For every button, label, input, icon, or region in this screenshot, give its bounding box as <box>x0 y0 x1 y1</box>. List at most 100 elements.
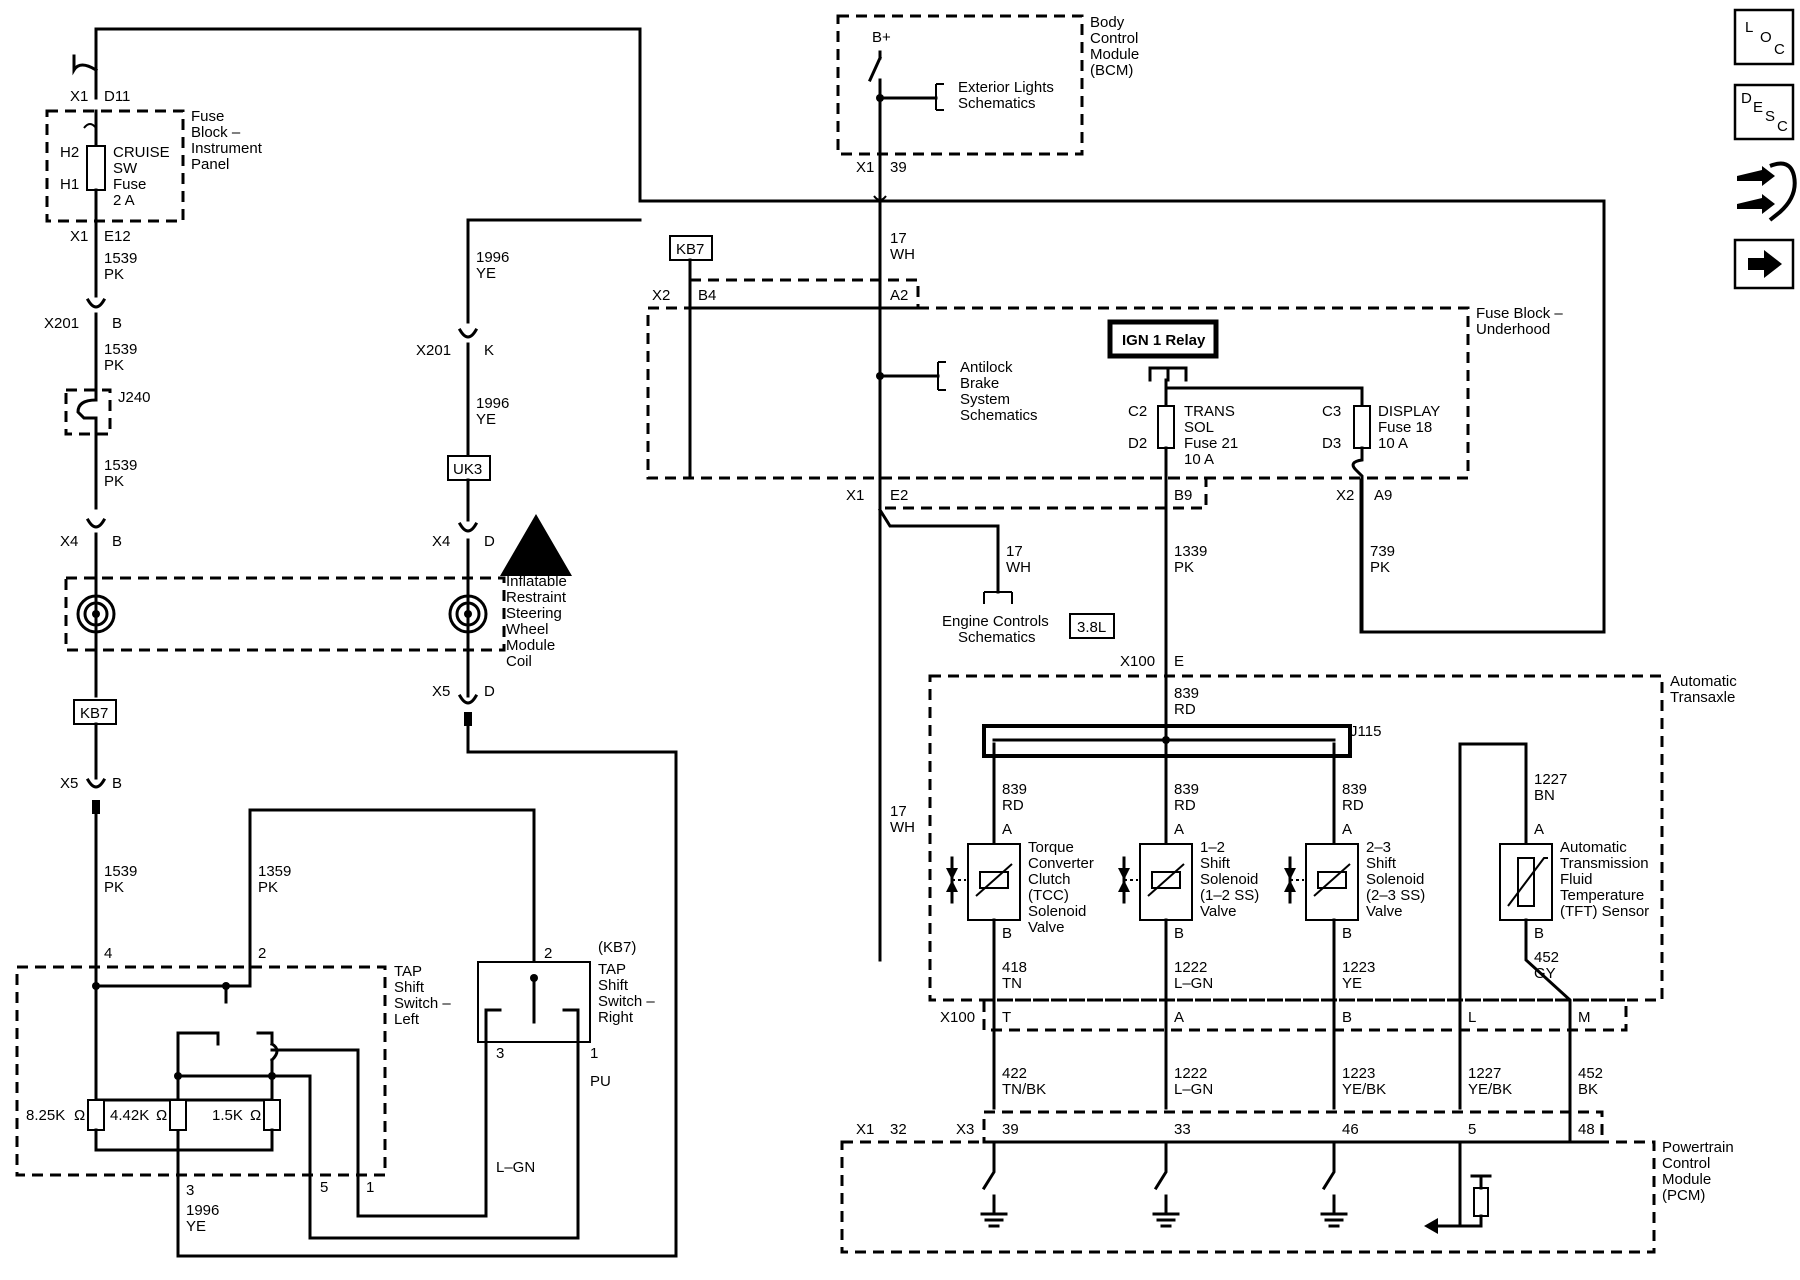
j240-label: J240 <box>118 389 151 406</box>
option-3-8l-label: 3.8L <box>1077 619 1106 636</box>
loc-letter-c: C <box>1774 41 1785 58</box>
svg-text:TRANS: TRANS <box>1184 403 1235 420</box>
pin-c3: C3 <box>1322 403 1341 420</box>
engine-controls-ref[interactable]: Engine Controls Schematics <box>942 613 1049 646</box>
option-kb7-right <box>669 235 713 261</box>
svg-text:Transaxle: Transaxle <box>1670 689 1735 706</box>
svg-text:Solenoid: Solenoid <box>1200 871 1258 888</box>
wire-1359: 1359 <box>258 863 291 880</box>
svg-text:Steering: Steering <box>506 605 562 622</box>
svg-text:Inflatable: Inflatable <box>506 573 567 590</box>
pin-39-bcm: 39 <box>890 159 907 176</box>
wire-1223-b-color: YE/BK <box>1342 1081 1386 1098</box>
svg-text:Underhood: Underhood <box>1476 321 1550 338</box>
pin-b-ss23: B <box>1342 925 1352 942</box>
wire-839-ss23: 839 <box>1342 781 1367 798</box>
pin-d3: D3 <box>1322 435 1341 452</box>
loc-letter-o: O <box>1760 29 1772 46</box>
pin-a9: A9 <box>1374 487 1392 504</box>
pin-1-left: 1 <box>366 1179 374 1196</box>
conn-x201-right: X201 <box>416 342 451 359</box>
pin-x4-d: D <box>484 533 495 550</box>
pin-5-left: 5 <box>320 1179 328 1196</box>
loc-letter-l: L <box>1745 19 1753 36</box>
res-4-42k-label: 4.42K <box>110 1107 149 1124</box>
pin-2-right: 2 <box>544 945 552 962</box>
wire-1227-b: 1227 <box>1468 1065 1501 1082</box>
wire-1359-color: PK <box>258 879 278 896</box>
svg-text:Wheel: Wheel <box>506 621 549 638</box>
powertrain-control-module <box>840 1140 1656 1254</box>
loc-icon[interactable]: L O C <box>1733 8 1795 66</box>
exterior-lights-ref[interactable]: Exterior Lights Schematics <box>958 79 1054 112</box>
svg-text:TAP: TAP <box>394 963 422 980</box>
svg-text:2–3: 2–3 <box>1366 839 1391 856</box>
bplus-label: B+ <box>872 29 891 46</box>
j115-label: J115 <box>1350 723 1381 740</box>
svg-text:(KB7): (KB7) <box>598 939 636 956</box>
svg-text:Module: Module <box>506 637 555 654</box>
wire-1339: 1339 <box>1174 543 1207 560</box>
conn-x1-e12-x1: X1 <box>70 228 88 245</box>
svg-text:Valve: Valve <box>1028 919 1064 936</box>
tcc-label: Torque Converter Clutch (TCC) Solenoid V… <box>1028 839 1094 936</box>
desc-letter-s: S <box>1765 108 1775 125</box>
pin-3-right: 3 <box>496 1045 504 1062</box>
svg-text:Converter: Converter <box>1028 855 1094 872</box>
option-uk3 <box>447 455 491 481</box>
wire-1227-a-color: BN <box>1534 787 1555 804</box>
wire-1227-a: 1227 <box>1534 771 1567 788</box>
svg-text:Left: Left <box>394 1011 420 1028</box>
svg-text:Block –: Block – <box>191 124 241 141</box>
svg-text:Brake: Brake <box>960 375 999 392</box>
svg-text:Right: Right <box>598 1009 634 1026</box>
wire-839-tcc: 839 <box>1002 781 1027 798</box>
svg-text:Clutch: Clutch <box>1028 871 1071 888</box>
wire-17-a-color: WH <box>890 246 915 263</box>
wire-1539-a-color: PK <box>104 266 124 283</box>
trans-sol-fuse <box>1157 405 1175 449</box>
conn-x4-left: X4 <box>60 533 78 550</box>
desc-icon[interactable]: D E S C <box>1733 83 1795 141</box>
wire-1539-b: 1539 <box>104 341 137 358</box>
pin-3-left: 3 <box>186 1182 194 1199</box>
cruise-fuse-label: CRUISE SW Fuse 2 A <box>113 144 170 209</box>
pin-h1: H1 <box>60 176 79 193</box>
pin-4: 4 <box>104 945 112 962</box>
svg-text:Temperature: Temperature <box>1560 887 1644 904</box>
wire-452-b: 452 <box>1578 1065 1603 1082</box>
steering-coil-label: Inflatable Restraint Steering Wheel Modu… <box>506 573 567 670</box>
pin-x5-b: B <box>112 775 122 792</box>
pin-39-pcm: 39 <box>1002 1121 1019 1138</box>
svg-text:Fuse 18: Fuse 18 <box>1378 419 1432 436</box>
ign1-relay <box>1107 319 1219 359</box>
svg-text:Solenoid: Solenoid <box>1028 903 1086 920</box>
conn-x201-left: X201 <box>44 315 79 332</box>
resistor-1-5k <box>263 1099 281 1131</box>
tap-left-label: TAP Shift Switch – Left <box>394 963 451 1028</box>
pin-b9: B9 <box>1174 487 1192 504</box>
wire-452-a-color: GY <box>1534 965 1556 982</box>
svg-text:Control: Control <box>1662 1155 1710 1172</box>
diagnostic-tools-icon[interactable] <box>1737 161 1797 222</box>
svg-text:Torque: Torque <box>1028 839 1074 856</box>
arrow-right-icon[interactable] <box>1733 238 1795 290</box>
pin-a2: A2 <box>890 287 908 304</box>
pin-33: 33 <box>1174 1121 1191 1138</box>
pin-a-tft: A <box>1534 821 1544 838</box>
conn-x1-e2: X1 <box>846 487 864 504</box>
pin-a-tcc: A <box>1002 821 1012 838</box>
pin-32: 32 <box>890 1121 907 1138</box>
pin-c2: C2 <box>1128 403 1147 420</box>
abs-ref[interactable]: Antilock Brake System Schematics <box>960 359 1038 424</box>
pin-h2: H2 <box>60 144 79 161</box>
option-kb7-left-label: KB7 <box>80 705 108 722</box>
svg-text:(BCM): (BCM) <box>1090 62 1133 79</box>
svg-text:Shift: Shift <box>598 977 629 994</box>
resistor-4-42k <box>169 1099 187 1131</box>
pin-x100-l: L <box>1468 1009 1476 1026</box>
wire-1223-a: 1223 <box>1342 959 1375 976</box>
coil-spiral-left <box>76 594 116 634</box>
svg-text:Shift: Shift <box>1366 855 1397 872</box>
